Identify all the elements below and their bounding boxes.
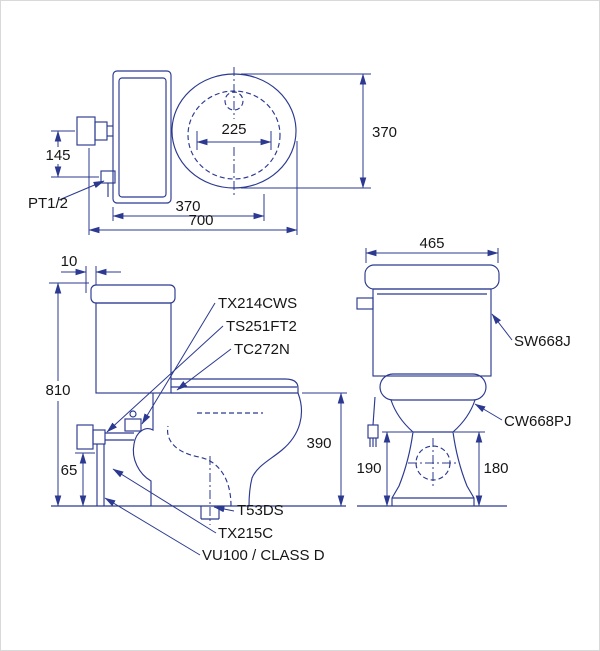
label-stop-valve: TS251FT2 bbox=[106, 318, 297, 433]
dim-700-label: 700 bbox=[188, 212, 213, 229]
dim-valve-offset: 65 bbox=[61, 452, 95, 507]
seat-side-view bbox=[171, 378, 299, 394]
dim-total-height: 810 bbox=[45, 282, 89, 507]
tc272n-label: TC272N bbox=[234, 341, 290, 358]
supply-fitting-top-view bbox=[76, 116, 113, 146]
stop-valve-assembly bbox=[76, 410, 142, 506]
dim-65-label: 65 bbox=[61, 462, 78, 479]
vu100-label: VU100 / CLASS D bbox=[202, 547, 325, 564]
cw668pj-label: CW668PJ bbox=[504, 413, 572, 430]
dim-left-height: 190 bbox=[356, 431, 412, 507]
dim-inlet-offset: 145 bbox=[45, 130, 99, 178]
dim-depth-right: 370 bbox=[241, 73, 397, 189]
dim-total-length: 700 bbox=[88, 141, 298, 235]
label-washer-unit: TX214CWS bbox=[141, 295, 297, 425]
front-view: 465 SW668J bbox=[356, 235, 572, 507]
top-view: 225 370 145 PT1/2 370 bbox=[28, 67, 397, 235]
dim-370-right-label: 370 bbox=[372, 124, 397, 141]
bowl-front-view bbox=[379, 373, 487, 506]
dim-tank-width: 465 bbox=[365, 235, 499, 263]
label-bowl-model: CW668PJ bbox=[474, 403, 572, 430]
side-view: 10 810 390 65 TX214CWS TS251FT2 bbox=[45, 253, 347, 564]
label-tank-model: SW668J bbox=[491, 313, 571, 350]
tank-front-view bbox=[356, 264, 500, 377]
dim-10-label: 10 bbox=[61, 253, 78, 270]
dim-190-label: 190 bbox=[356, 460, 381, 477]
hanging-spray-detail bbox=[367, 396, 379, 447]
label-flange: T53DS bbox=[213, 502, 284, 519]
dim-width-bottom: 370 bbox=[112, 194, 265, 221]
dim-180-label: 180 bbox=[483, 460, 508, 477]
label-pipe-class: VU100 / CLASS D bbox=[104, 497, 325, 564]
tank-side-view bbox=[90, 284, 176, 394]
t53ds-label: T53DS bbox=[237, 502, 284, 519]
pt12-label: PT1/2 bbox=[28, 195, 68, 212]
dim-370-bottom-label: 370 bbox=[175, 198, 200, 215]
tx214cws-label: TX214CWS bbox=[218, 295, 297, 312]
dim-rim-height: 390 bbox=[302, 392, 347, 507]
ts251ft2-label: TS251FT2 bbox=[226, 318, 297, 335]
dim-465-label: 465 bbox=[419, 235, 444, 252]
tx215c-label: TX215C bbox=[218, 525, 273, 542]
dim-225-label: 225 bbox=[221, 121, 246, 138]
dim-right-height: 180 bbox=[454, 431, 509, 507]
sw668j-label: SW668J bbox=[514, 333, 571, 350]
tank-top-view bbox=[100, 70, 172, 204]
dim-145-label: 145 bbox=[45, 147, 70, 164]
dim-810-label: 810 bbox=[45, 382, 70, 399]
label-seat-cover: TC272N bbox=[176, 341, 290, 391]
label-spray: TX215C bbox=[112, 468, 273, 542]
dim-390-label: 390 bbox=[306, 435, 331, 452]
bowl-side-view bbox=[132, 392, 302, 507]
dim-seat-width: 225 bbox=[196, 121, 272, 150]
label-inlet: PT1/2 bbox=[28, 180, 105, 212]
flush-lever bbox=[356, 297, 374, 310]
dim-wall-gap: 10 bbox=[61, 253, 121, 293]
